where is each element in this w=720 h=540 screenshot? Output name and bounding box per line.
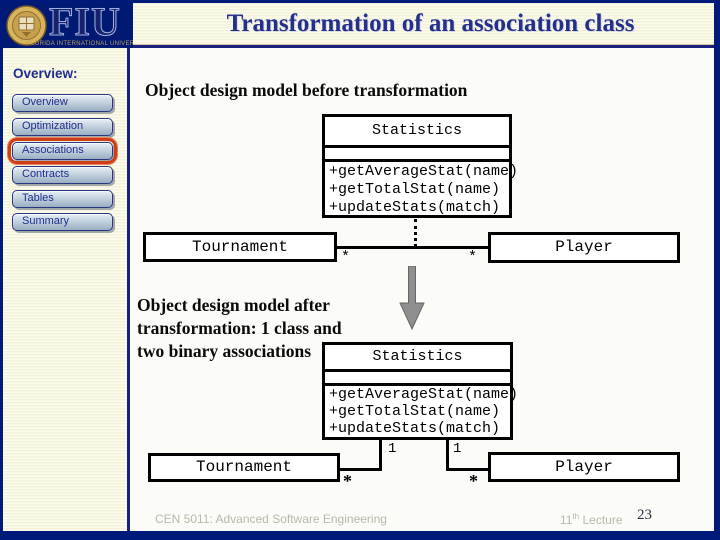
multiplicity-label: 1 (453, 441, 462, 457)
lecture-ordinal: th (572, 512, 580, 521)
sidebar-item-label: Summary (22, 215, 70, 227)
operation: +updateStats(match) (329, 199, 501, 216)
fiu-caption: FLORIDA INTERNATIONAL UNIVERSITY (27, 41, 149, 47)
sidebar-item-label: Associations (22, 144, 84, 156)
after-heading-line: two binary associations (137, 341, 312, 361)
operation: +getTotalStat(name) (329, 181, 501, 198)
player-class-after: Player (488, 452, 680, 482)
sidebar: Overview: Overview Optimization Associat… (3, 48, 130, 531)
tournament-class-after: Tournament (148, 453, 340, 482)
multiplicity-label: * (341, 249, 351, 266)
player-class-before: Player (488, 232, 680, 263)
statistics-class-after: Statistics +getAverageStat(name) +getTot… (322, 342, 519, 440)
operation: +getTotalStat(name) (329, 403, 501, 420)
association-class-dashed-line (414, 219, 417, 247)
sidebar-item-optimization[interactable]: Optimization (12, 118, 113, 136)
association-line (337, 246, 488, 249)
transform-arrow-icon (399, 266, 425, 330)
before-heading: Object design model before transformatio… (145, 80, 468, 100)
page-number: 23 (637, 507, 652, 523)
lecture-word: Lecture (582, 513, 623, 527)
class-name: Statistics (325, 117, 509, 148)
sidebar-item-overview[interactable]: Overview (12, 94, 113, 112)
footer-course: CEN 5011: Advanced Software Engineering (155, 512, 387, 526)
sidebar-item-label: Contracts (22, 168, 70, 180)
operation: +getAverageStat(name) (329, 386, 519, 403)
operations-compartment: +getAverageStat(name) +getTotalStat(name… (325, 162, 519, 217)
after-heading: Object design model after transformation… (137, 294, 342, 363)
attributes-compartment (325, 372, 510, 386)
sidebar-item-label: Tables (22, 192, 54, 204)
multiplicity-label: * (468, 249, 478, 266)
sidebar-item-label: Overview (22, 96, 68, 108)
operation: +getAverageStat(name) (329, 163, 519, 180)
sidebar-item-summary[interactable]: Summary (12, 213, 113, 231)
association-connector (379, 440, 382, 471)
attributes-compartment (325, 148, 509, 162)
lecture-number: 11 (560, 513, 573, 527)
fiu-seal-icon (6, 5, 47, 46)
after-heading-line: transformation: 1 class and (137, 318, 342, 338)
operations-compartment: +getAverageStat(name) +getTotalStat(name… (325, 386, 519, 437)
tournament-class-before: Tournament (143, 232, 337, 262)
header-band: Transformation of an association class (133, 3, 714, 48)
association-connector (446, 468, 488, 471)
footer-lecture: 11th Lecture (560, 512, 623, 527)
fiu-logo: FIU FLORIDA INTERNATIONAL UNIVERSITY (3, 0, 149, 48)
sidebar-heading: Overview: (13, 66, 78, 81)
multiplicity-label: * (469, 471, 478, 491)
fiu-acronym: FIU (49, 0, 121, 44)
multiplicity-label: * (343, 471, 352, 491)
sidebar-item-contracts[interactable]: Contracts (12, 166, 113, 184)
statistics-class-before: Statistics +getAverageStat(name) +getTot… (322, 114, 519, 218)
sidebar-item-label: Optimization (22, 120, 84, 132)
association-connector (340, 468, 382, 471)
operation: +updateStats(match) (329, 420, 501, 437)
after-heading-line: Object design model after (137, 295, 330, 315)
multiplicity-label: 1 (388, 441, 397, 457)
class-name: Statistics (325, 345, 510, 372)
sidebar-item-tables[interactable]: Tables (12, 190, 113, 208)
association-connector (446, 440, 449, 471)
sidebar-item-associations[interactable]: Associations (8, 138, 117, 164)
slide-title: Transformation of an association class (226, 10, 635, 37)
